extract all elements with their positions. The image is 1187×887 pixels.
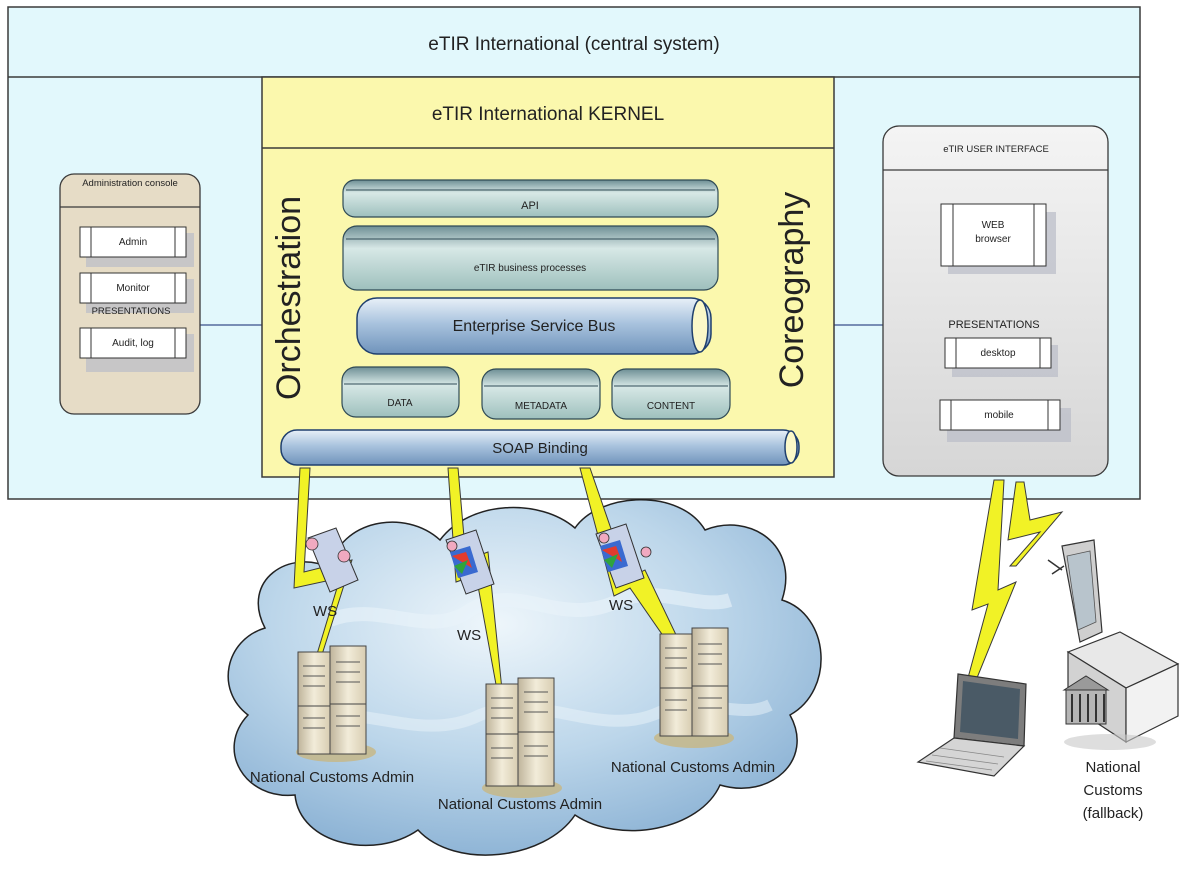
- monitor-component[interactable]: Monitor: [79, 272, 194, 313]
- monitor-label: Monitor: [116, 283, 150, 294]
- mobile-component[interactable]: mobile: [939, 399, 1071, 442]
- content-label: CONTENT: [647, 401, 695, 412]
- business-processes-label: eTIR business processes: [474, 263, 586, 274]
- kernel: eTIR International KERNEL Orchestration …: [261, 76, 835, 478]
- fallback-line1: National: [1085, 759, 1140, 776]
- admin-component[interactable]: Admin: [79, 226, 194, 267]
- ws-badge-3: [595, 523, 652, 589]
- kernel-title: eTIR International KERNEL: [432, 104, 664, 125]
- laptop-icon: [916, 673, 1027, 777]
- metadata-store: METADATA: [481, 368, 601, 420]
- soap-label: SOAP Binding: [492, 440, 588, 457]
- console-title: Administration console: [82, 178, 178, 189]
- enterprise-service-bus: Enterprise Service Bus: [356, 297, 712, 355]
- fallback-line3: (fallback): [1083, 805, 1144, 822]
- user-interface: eTIR USER INTERFACE WEB browser PRESENTA…: [882, 125, 1109, 477]
- esb-label: Enterprise Service Bus: [453, 318, 616, 335]
- ws-badge-2: [445, 529, 495, 595]
- desktop-label: desktop: [980, 348, 1015, 359]
- ws-label-2: WS: [457, 627, 481, 644]
- ui-title: eTIR USER INTERFACE: [943, 144, 1049, 155]
- cloud-shape: [227, 499, 822, 856]
- audit-log-component[interactable]: Audit, log: [79, 327, 194, 372]
- server-stacks: [296, 627, 734, 798]
- web-label-line1: WEB: [982, 220, 1005, 231]
- server-icon-3: [654, 627, 734, 748]
- national-admin-labels: National Customs Admin National Customs …: [250, 759, 775, 813]
- administration-console: Administration console Admin Monitor PRE…: [59, 173, 201, 415]
- admin-label: Admin: [119, 237, 147, 248]
- central-system-title: eTIR International (central system): [428, 34, 719, 55]
- web-browser-component[interactable]: WEB browser: [940, 203, 1056, 274]
- coreography-label: Coreography: [773, 192, 811, 389]
- metadata-label: METADATA: [515, 401, 568, 412]
- building-icon: [1062, 631, 1180, 750]
- content-store: CONTENT: [611, 368, 731, 420]
- lightning-laptop: [961, 479, 1017, 701]
- data-label: DATA: [387, 398, 413, 409]
- audit-log-label: Audit, log: [112, 338, 154, 349]
- web-label-line2: browser: [975, 234, 1011, 245]
- data-store: DATA: [341, 366, 460, 418]
- server-icon-2: [482, 677, 562, 798]
- ui-presentations-label: PRESENTATIONS: [948, 319, 1039, 331]
- server-icon-1: [296, 645, 376, 762]
- api-label: API: [521, 200, 539, 212]
- national-fallback-label: National Customs (fallback): [1083, 759, 1144, 822]
- national-admin-label-3: National Customs Admin: [611, 759, 775, 776]
- national-admin-label-1: National Customs Admin: [250, 769, 414, 786]
- fallback-line2: Customs: [1083, 782, 1142, 799]
- ws-label-1: WS: [313, 603, 337, 620]
- console-presentations-label: PRESENTATIONS: [92, 306, 171, 317]
- national-admin-label-2: National Customs Admin: [438, 796, 602, 813]
- ws-badge-1: [305, 527, 359, 593]
- api-layer: API: [342, 179, 719, 218]
- lightning-tablet: [1007, 481, 1064, 567]
- orchestration-label: Orchestration: [270, 196, 308, 400]
- business-processes-layer: eTIR business processes: [342, 225, 719, 291]
- ws-badges: WS WS WS: [305, 523, 652, 644]
- mobile-label: mobile: [984, 410, 1014, 421]
- desktop-component[interactable]: desktop: [944, 337, 1058, 377]
- tablet-icon: [1047, 539, 1103, 643]
- ws-label-3: WS: [609, 597, 633, 614]
- soap-binding: SOAP Binding: [280, 429, 800, 466]
